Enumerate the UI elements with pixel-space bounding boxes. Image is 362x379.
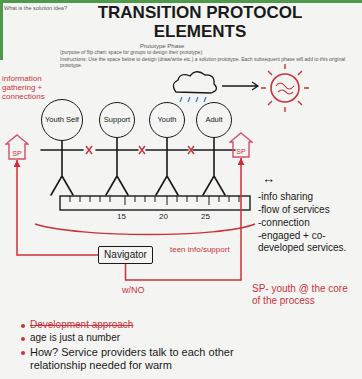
connector (17, 160, 98, 255)
person-head: Youth (149, 102, 185, 138)
bullet (21, 324, 25, 328)
double-arrow: ↔ (262, 172, 275, 187)
label-text: Prototype Phase (140, 43, 184, 50)
node-text: Navigator (104, 250, 147, 261)
node-text: SP (236, 148, 245, 155)
label-text: What is the solution idea? (4, 5, 72, 11)
printed-instructions: Instructions: Use the space below to des… (60, 57, 355, 69)
navigator-box: Navigator (98, 246, 153, 264)
handwritten-note: information gathering + connections (2, 74, 46, 102)
handwritten-note: SP- youth @ the core of the process (252, 283, 356, 306)
stick-figure (146, 138, 188, 195)
ruler-ticks (70, 196, 239, 205)
person-head: Youth Self (41, 99, 83, 141)
list-item: -info sharing (258, 191, 358, 203)
house-shape (230, 133, 252, 157)
chart-title: TRANSITION PROTOCOL ELEMENTS (75, 3, 325, 41)
sun-disc (271, 74, 299, 102)
label-text: How? Service providers talk to each othe… (30, 346, 280, 371)
node-text: SP (12, 150, 21, 157)
age-number: 15 (117, 212, 126, 221)
node-text: Youth (158, 116, 177, 124)
label-text: ↔ (262, 172, 275, 187)
printed-prompt: What is the solution idea? (4, 5, 72, 11)
cross-mark (188, 146, 194, 154)
cross-marks (86, 146, 194, 154)
rain (180, 97, 206, 102)
cross-mark (86, 146, 92, 154)
bullet (21, 351, 25, 355)
list-item: -engaged + co-developed services. (258, 230, 358, 253)
person-head: Support (99, 102, 135, 138)
person-head: Adult (196, 102, 232, 138)
cloud (173, 72, 216, 102)
label-text: teen info/support (170, 245, 234, 254)
label-text: 15 (117, 212, 126, 221)
provider-house: SP (229, 132, 253, 158)
ruler (60, 196, 250, 210)
sun-rays (261, 64, 309, 112)
board-edge (0, 0, 3, 60)
label-text: 25 (201, 212, 210, 221)
printed-note: (purpose of flip chart: space for groups… (60, 50, 355, 56)
label-text: -flow of services (258, 204, 358, 216)
label-text: w/NO (122, 285, 145, 295)
stick-figure (41, 138, 83, 195)
node-text: Support (104, 116, 130, 124)
node-text: Adult (205, 116, 222, 124)
node-text: Youth Self (45, 116, 79, 124)
stick-figures (41, 138, 235, 195)
sun-scribble (276, 83, 294, 94)
house-shape (6, 135, 28, 159)
label-text: Development approach (30, 319, 133, 331)
arrow-to-sun (222, 82, 258, 90)
stick-figure (96, 138, 138, 195)
label-text: information gathering + connections (2, 74, 46, 102)
bullet-note: How? Service providers talk to each othe… (30, 346, 280, 371)
bullet (21, 337, 25, 341)
board-edge (0, 0, 362, 3)
age-number: 20 (159, 212, 168, 221)
bullets (21, 324, 25, 355)
label-text: age is just a number (30, 332, 120, 344)
timeline-ruler (60, 196, 250, 210)
label-text: -engaged + co-developed services. (258, 230, 358, 253)
label-text: -info sharing (258, 191, 358, 203)
crossed-out-note: Development approach (30, 319, 133, 331)
label-text: 20 (159, 212, 168, 221)
loop-line (35, 224, 255, 235)
stick-figure (193, 138, 235, 195)
cloud-outline (173, 72, 216, 93)
handwritten-note: w/NO (122, 285, 145, 295)
label-text: Instructions: Use the space below to des… (60, 57, 355, 69)
sun (261, 64, 309, 112)
printed-heading: Prototype Phase (140, 43, 184, 50)
age-number: 25 (201, 212, 210, 221)
title-text: TRANSITION PROTOCOL ELEMENTS (75, 3, 325, 41)
list-item: -connection (258, 217, 358, 229)
bullet-note: age is just a number (30, 332, 120, 344)
label-text: -connection (258, 217, 358, 229)
handwritten-note: teen info/support (170, 245, 234, 254)
label-text: (purpose of flip chart: space for groups… (60, 50, 355, 56)
cross-mark (139, 146, 145, 154)
list-item: -flow of services (258, 204, 358, 216)
provider-house: SP (5, 134, 29, 160)
label-text: SP- youth @ the core of the process (252, 283, 356, 306)
